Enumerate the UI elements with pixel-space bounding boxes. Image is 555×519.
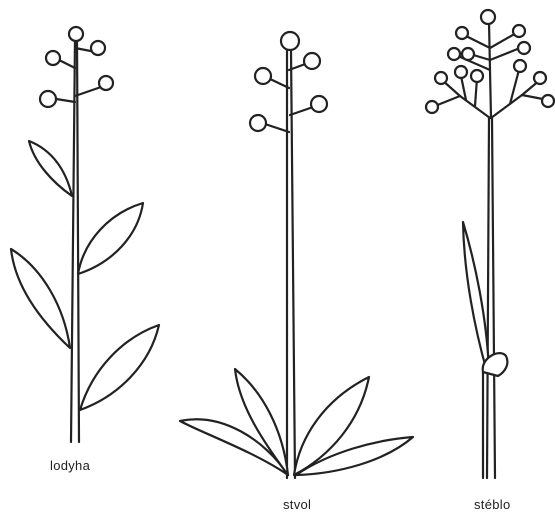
stvol-inflorescence — [250, 32, 327, 132]
steblo-spikelet — [481, 10, 495, 24]
plant-stvol — [180, 32, 413, 478]
stvol-bud — [255, 68, 271, 84]
steblo-spikelet — [426, 101, 438, 113]
steblo-spikelet — [471, 70, 483, 82]
steblo-spikelet — [448, 48, 460, 60]
lodyha-bud — [99, 76, 113, 90]
label-steblo: stéblo — [474, 497, 511, 512]
label-stvol: stvol — [283, 497, 311, 512]
steblo-leaf-sheath — [463, 222, 507, 478]
steblo-spikelet — [435, 72, 447, 84]
lodyha-bud — [46, 51, 60, 65]
plant-steblo — [426, 10, 554, 478]
lodyha-leaf — [80, 325, 159, 410]
steblo-spikelet — [462, 48, 474, 60]
stvol-bud — [250, 115, 266, 131]
steblo-spikelet — [542, 95, 554, 107]
stvol-bud — [304, 53, 320, 69]
steblo-leaf — [463, 222, 489, 372]
lodyha-bud — [91, 41, 105, 55]
stvol-basal-leaves — [180, 369, 413, 475]
steblo-spikelet — [456, 27, 468, 39]
steblo-spikelet — [513, 25, 525, 37]
steblo-stem — [487, 22, 495, 478]
stvol-bud — [311, 96, 327, 112]
lodyha-bud — [40, 91, 56, 107]
lodyha-leaf — [29, 141, 72, 196]
lodyha-stem — [71, 38, 79, 442]
label-lodyha: lodyha — [50, 458, 90, 473]
lodyha-leaf — [78, 203, 143, 274]
lodyha-bud — [69, 27, 83, 41]
steblo-spikelet — [518, 42, 530, 54]
stvol-bud — [281, 32, 299, 50]
steblo-spikelet — [534, 72, 546, 84]
lodyha-leaves — [11, 141, 159, 410]
lodyha-leaf — [11, 249, 70, 348]
steblo-spikelet — [514, 60, 526, 72]
steblo-spikelet — [455, 66, 467, 78]
plant-lodyha — [11, 27, 159, 442]
